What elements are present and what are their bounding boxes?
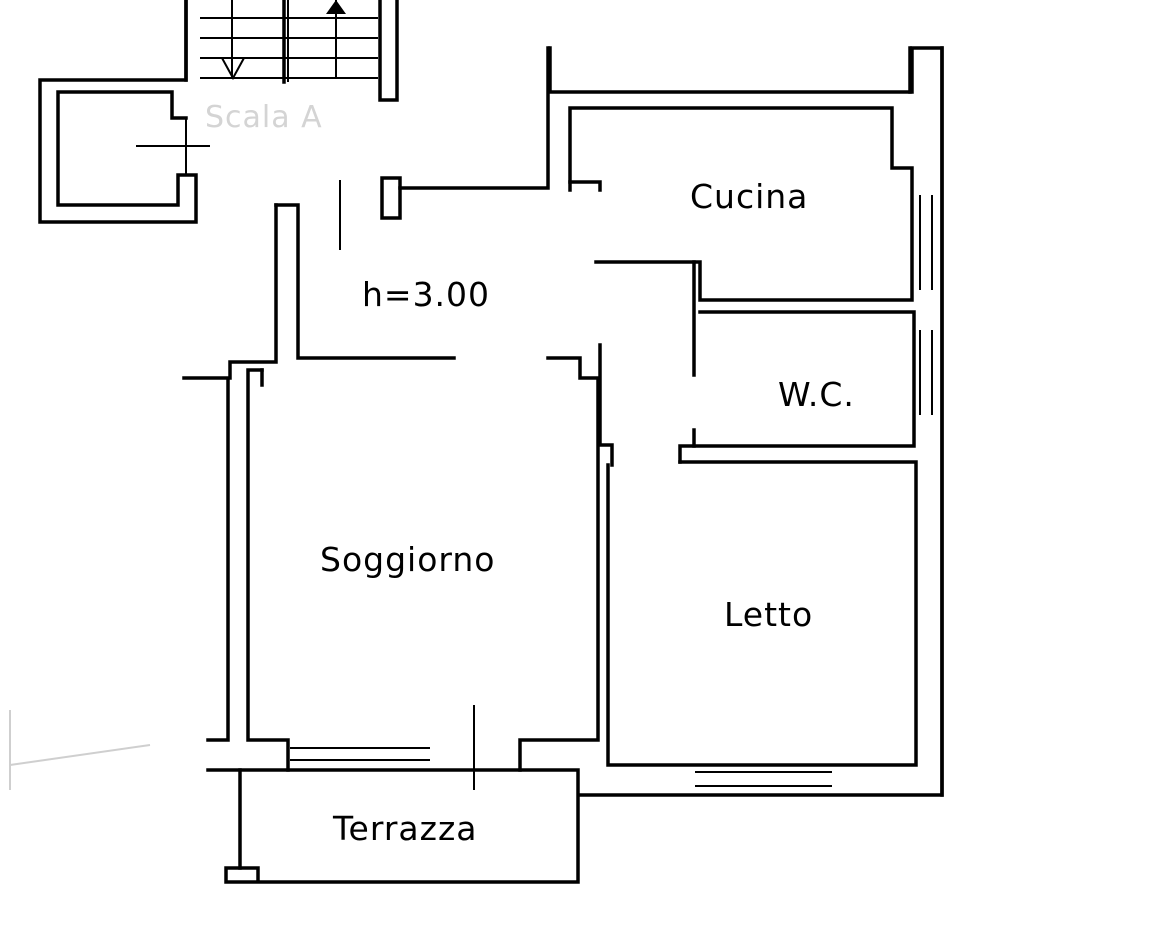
stair-down-arrow-icon [220, 57, 246, 81]
scan-artifacts [9, 710, 151, 790]
bedroom-walls [606, 460, 918, 787]
room-label-terrace: Terrazza [333, 809, 478, 848]
terrace-walls [206, 768, 580, 884]
kitchen-walls [568, 106, 933, 377]
ceiling-height-label: h=3.00 [362, 275, 491, 314]
room-label-wc: W.C. [778, 375, 855, 414]
exterior-walls [182, 46, 944, 797]
room-label-living: Soggiorno [320, 540, 496, 579]
wc-walls [678, 310, 933, 464]
living-room-walls [206, 180, 614, 790]
stair-label: Scala A [205, 100, 323, 135]
room-label-kitchen: Cucina [690, 177, 809, 216]
stair-up-arrow-icon [326, 0, 346, 14]
room-label-bedroom: Letto [724, 595, 814, 634]
